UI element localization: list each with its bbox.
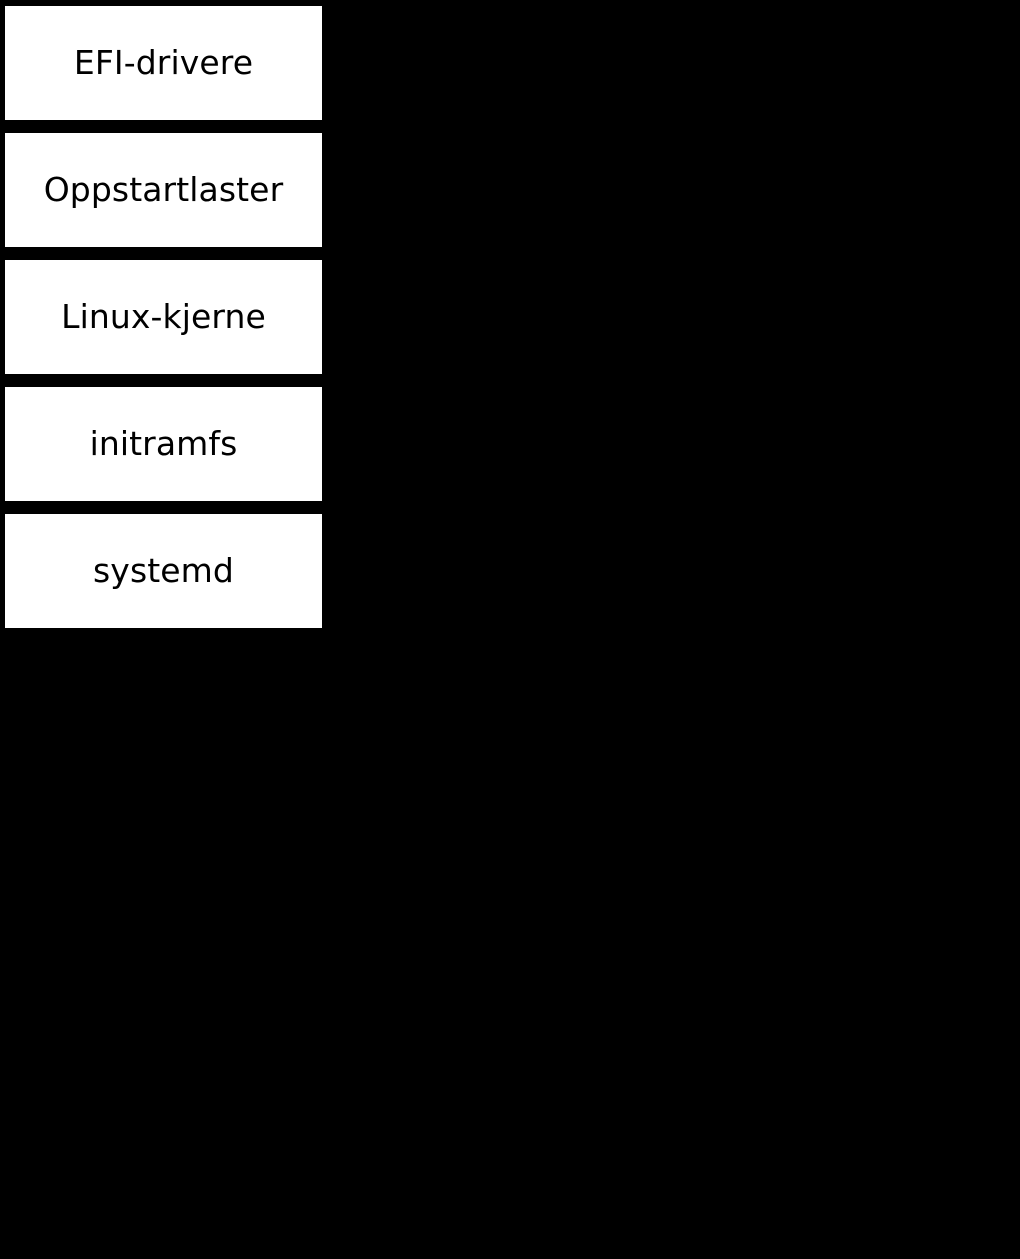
stage-box-efi-drivere[interactable]: EFI-drivere — [5, 6, 322, 120]
stage-label: Linux-kjerne — [61, 296, 266, 336]
stage-box-initramfs[interactable]: initramfs — [5, 387, 322, 501]
stage-label: Oppstartlaster — [43, 169, 284, 209]
stage-box-linux-kjerne[interactable]: Linux-kjerne — [5, 260, 322, 374]
empty-background-region — [322, 0, 1020, 1259]
stage-label: systemd — [93, 550, 234, 590]
stage-box-oppstartlaster[interactable]: Oppstartlaster — [5, 133, 322, 247]
stage-label: EFI-drivere — [73, 42, 254, 82]
stage-label: initramfs — [89, 423, 238, 463]
stage-box-systemd[interactable]: systemd — [5, 514, 322, 628]
boot-stage-column: EFI-drivere Oppstartlaster Linux-kjerne … — [5, 6, 322, 628]
